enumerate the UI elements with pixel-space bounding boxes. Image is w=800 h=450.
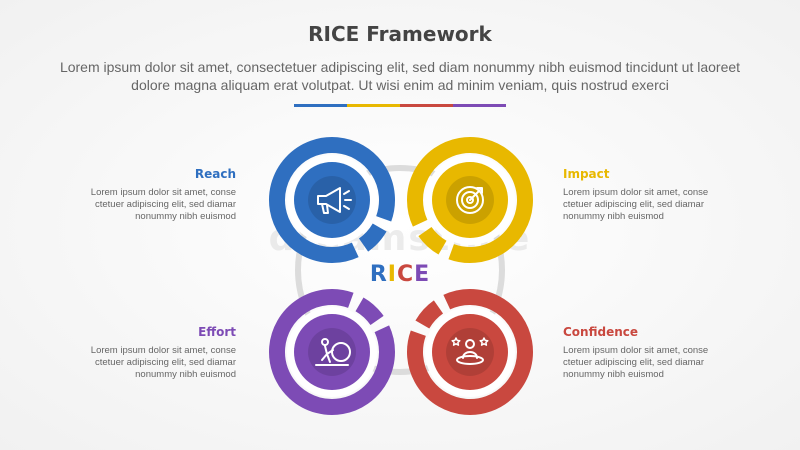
center-ring — [295, 165, 505, 375]
reach-outer-ring — [269, 137, 395, 263]
divider-segment-yellow — [347, 104, 400, 107]
confidence-title: Confidence — [563, 325, 639, 339]
impact-title: Impact — [563, 167, 610, 181]
reach-icon-circle — [308, 176, 356, 224]
effort-ring-segment — [355, 297, 384, 326]
effort-outer-ring — [269, 289, 395, 415]
divider-segment-red — [400, 104, 453, 107]
impact-outer-ring — [407, 137, 533, 263]
effort-description: Lorem ipsum dolor sit amet, conse ctetue… — [90, 345, 236, 380]
reach-ring-segment — [358, 223, 387, 252]
reach-node — [269, 137, 395, 263]
divider-segment-purple — [453, 104, 506, 107]
confidence-ring-segment — [415, 300, 444, 329]
effort-icon — [315, 338, 351, 366]
reach-title: Reach — [194, 167, 236, 181]
page-subtitle: Lorem ipsum dolor sit amet, consectetuer… — [59, 59, 741, 93]
rice-letter-r: R — [369, 262, 388, 287]
impact-ring-segment — [418, 226, 447, 255]
megaphone-icon — [317, 187, 352, 214]
rice-letter-c: C — [396, 262, 415, 287]
color-divider — [294, 104, 506, 107]
reach-description: Lorem ipsum dolor sit amet, conse ctetue… — [90, 187, 236, 222]
confidence-icon — [451, 337, 489, 365]
confidence-description: Lorem ipsum dolor sit amet, conse ctetue… — [563, 345, 709, 380]
effort-title: Effort — [198, 325, 236, 339]
reach-inner-disc — [294, 162, 370, 238]
rice-letter-i: I — [387, 262, 397, 287]
target-icon — [456, 186, 484, 214]
rice-letter-e: E — [414, 262, 431, 287]
rice-label: RICE — [350, 262, 450, 287]
divider-segment-blue — [294, 104, 347, 107]
page-title: RICE Framework — [308, 22, 492, 46]
confidence-outer-ring — [407, 289, 533, 415]
impact-description: Lorem ipsum dolor sit amet, conse ctetue… — [563, 187, 709, 222]
